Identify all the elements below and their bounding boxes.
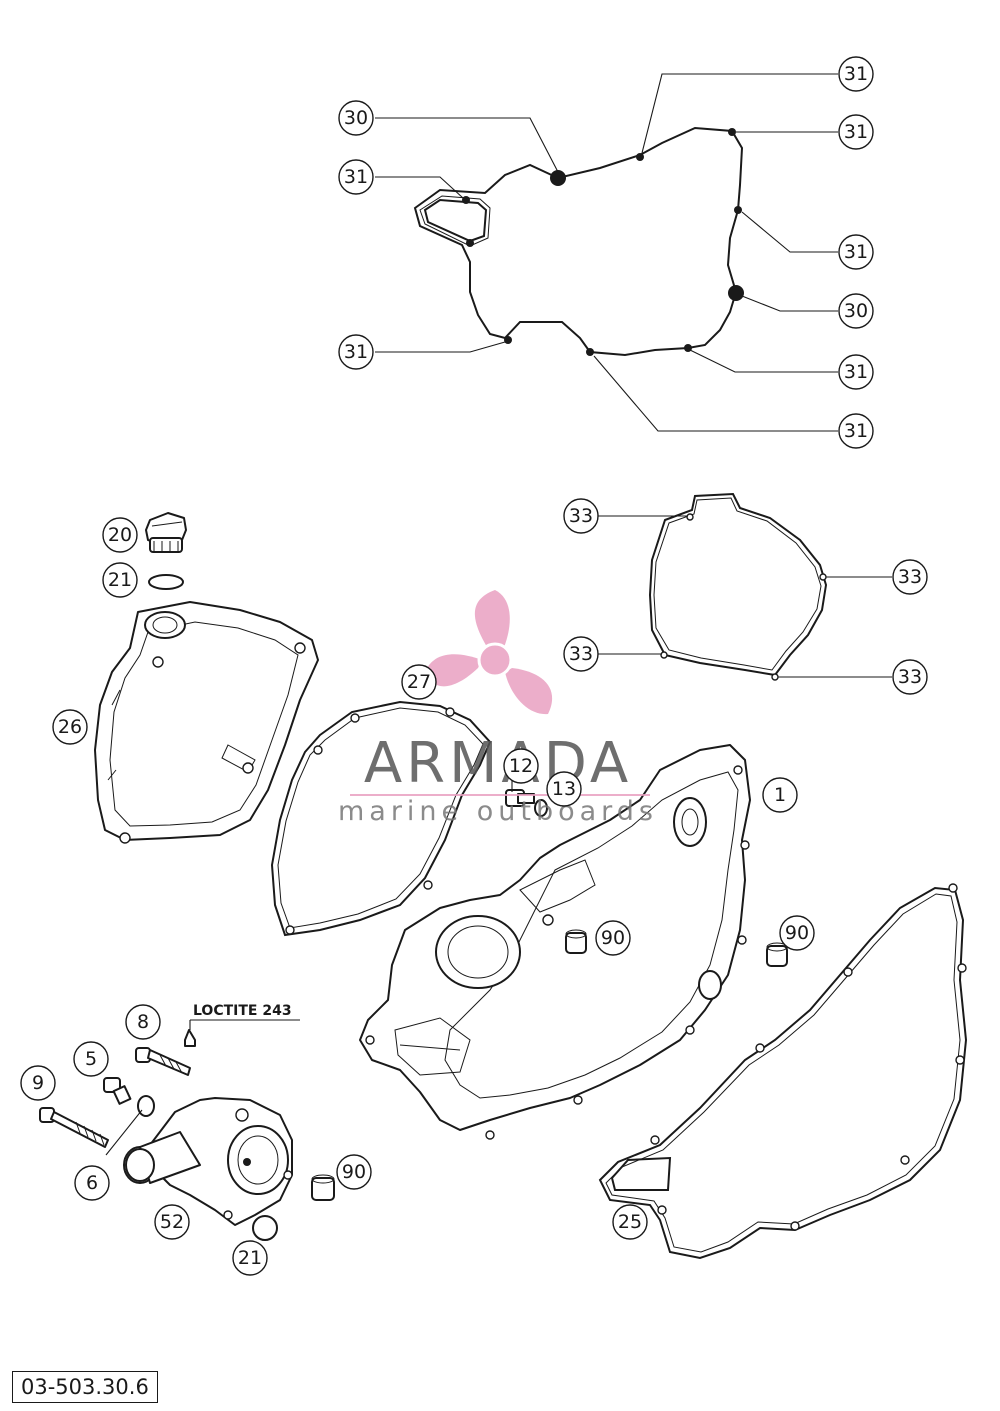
callout-31[interactable]: 31 — [838, 234, 874, 270]
svg-text:1: 1 — [774, 784, 786, 806]
callout-12[interactable]: 12 — [503, 748, 539, 784]
svg-text:31: 31 — [844, 241, 868, 263]
callout-13[interactable]: 13 — [546, 771, 582, 807]
callout-90[interactable]: 90 — [595, 920, 631, 956]
dowel-sleeve — [565, 929, 587, 954]
svg-text:20: 20 — [108, 524, 132, 546]
callout-31[interactable]: 31 — [838, 413, 874, 449]
callout-21[interactable]: 21 — [102, 562, 138, 598]
dowel-sleeve — [766, 942, 788, 967]
diagram-reference-number: 03-503.30.6 — [12, 1371, 158, 1403]
callout-21[interactable]: 21 — [232, 1240, 268, 1276]
seal-point — [550, 170, 566, 186]
water-pump-housing — [123, 1097, 293, 1226]
callout-33[interactable]: 33 — [563, 498, 599, 534]
svg-text:25: 25 — [618, 1211, 642, 1233]
callout-31[interactable]: 31 — [838, 114, 874, 150]
callout-31[interactable]: 31 — [338, 159, 374, 195]
svg-text:8: 8 — [137, 1011, 149, 1033]
svg-text:6: 6 — [86, 1172, 98, 1194]
callout-33[interactable]: 33 — [892, 659, 928, 695]
svg-text:33: 33 — [898, 566, 922, 588]
screw-m6x40 — [135, 1047, 191, 1076]
callout-1[interactable]: 1 — [762, 777, 798, 813]
svg-text:90: 90 — [601, 927, 625, 949]
callout-90[interactable]: 90 — [779, 915, 815, 951]
callout-52[interactable]: 52 — [154, 1204, 190, 1240]
loctite-drop — [184, 1029, 196, 1047]
svg-text:30: 30 — [844, 300, 868, 322]
callout-33[interactable]: 33 — [563, 636, 599, 672]
callout-31[interactable]: 31 — [838, 354, 874, 390]
crankcase-cover-gasket — [598, 883, 968, 1260]
callout-90[interactable]: 90 — [336, 1154, 372, 1190]
dowel-sleeve — [311, 1174, 335, 1201]
svg-text:33: 33 — [569, 643, 593, 665]
clutch-cover-gasket-top — [413, 126, 744, 357]
svg-text:26: 26 — [58, 716, 82, 738]
svg-text:33: 33 — [898, 666, 922, 688]
callout-30[interactable]: 30 — [338, 100, 374, 136]
callout-27[interactable]: 27 — [401, 664, 437, 700]
watermark-title: ARMADA — [364, 731, 632, 796]
callout-30[interactable]: 30 — [838, 293, 874, 329]
sealing-washer — [534, 799, 548, 817]
svg-text:12: 12 — [509, 755, 533, 777]
callout-26[interactable]: 26 — [52, 709, 88, 745]
svg-text:31: 31 — [844, 63, 868, 85]
seal-point — [728, 285, 744, 301]
propeller-icon — [426, 590, 553, 715]
svg-text:31: 31 — [844, 420, 868, 442]
svg-text:33: 33 — [569, 505, 593, 527]
bottom-leaders — [105, 780, 513, 1156]
loctite-note: LOCTITE 243 — [193, 1003, 292, 1019]
watermark: ARMADA marine outboards — [338, 590, 658, 827]
svg-text:52: 52 — [160, 1211, 184, 1233]
crankcase-cover — [359, 744, 751, 1140]
oil-filler-plug — [145, 512, 187, 553]
callout-25[interactable]: 25 — [612, 1204, 648, 1240]
svg-text:31: 31 — [344, 166, 368, 188]
svg-text:30: 30 — [344, 107, 368, 129]
callout-6[interactable]: 6 — [74, 1165, 110, 1201]
screw-m6x60 — [39, 1107, 109, 1148]
svg-text:5: 5 — [85, 1048, 97, 1070]
clutch-cover-gasket — [270, 700, 492, 937]
svg-text:21: 21 — [108, 569, 132, 591]
svg-text:90: 90 — [342, 1161, 366, 1183]
o-ring — [148, 574, 184, 590]
clutch-cover — [94, 601, 319, 844]
svg-text:31: 31 — [344, 341, 368, 363]
ignition-cover-gasket — [648, 492, 828, 681]
svg-text:27: 27 — [407, 671, 431, 693]
svg-text:9: 9 — [32, 1072, 44, 1094]
svg-text:31: 31 — [844, 361, 868, 383]
callout-33[interactable]: 33 — [892, 559, 928, 595]
callout-9[interactable]: 9 — [20, 1065, 56, 1101]
bleed-screw — [103, 1077, 132, 1105]
watermark-subtitle: marine outboards — [338, 796, 658, 827]
callout-8[interactable]: 8 — [125, 1004, 161, 1040]
top-gasket-leaders — [375, 73, 838, 432]
bleed-screw-washer — [137, 1095, 155, 1117]
callout-31[interactable]: 31 — [838, 56, 874, 92]
callout-31[interactable]: 31 — [338, 334, 374, 370]
callout-5[interactable]: 5 — [73, 1041, 109, 1077]
ignition-gasket-leaders — [598, 515, 892, 678]
callout-20[interactable]: 20 — [102, 517, 138, 553]
svg-text:13: 13 — [552, 778, 576, 800]
o-ring — [252, 1215, 278, 1241]
svg-text:90: 90 — [785, 922, 809, 944]
svg-text:31: 31 — [844, 121, 868, 143]
svg-text:21: 21 — [238, 1247, 262, 1269]
